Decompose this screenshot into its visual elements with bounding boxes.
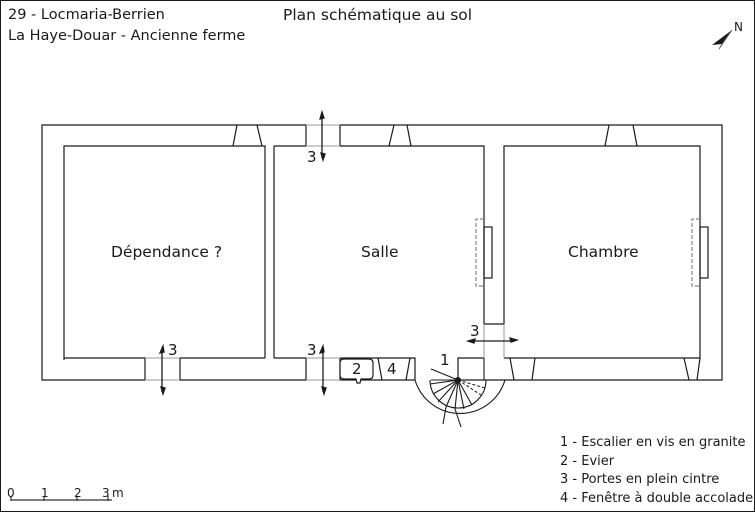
stair-newel [455,377,461,383]
north-label: N [734,20,743,34]
marker-door-dependance: 3 [168,341,178,359]
scale-tick-label: 3 [102,486,110,500]
marker-window: 4 [387,360,397,378]
window-bottom-chambre-1 [509,357,536,381]
location-commune: 29 - Locmaria-Berrien [8,7,165,23]
door-arrow-heads [158,343,166,397]
north-arrow-icon [712,29,733,50]
marker-door-salle: 3 [307,341,317,359]
plan-title: Plan schématique au sol [283,6,473,24]
fireplace-chambre [699,226,709,279]
window-top-chambre [604,124,638,147]
room-label-salle: Salle [361,243,399,261]
stair-dashed [457,379,482,396]
scale-bar [10,496,112,501]
window-bottom-chambre-2 [683,357,701,381]
room-label-dependance: Dépendance ? [111,243,223,261]
sink-icon [339,358,374,384]
legend-item: 2 - Evier [560,453,615,469]
location-site: La Haye-Douar - Ancienne ferme [8,28,246,44]
hood-chambre [691,218,700,287]
marker-sink: 2 [352,360,362,378]
wall-dependance-bottom [64,357,265,380]
hood-salle [475,218,484,287]
room-label-chambre: Chambre [568,243,639,261]
window-top-salle [388,124,412,147]
outer-wall [41,124,723,381]
door-arrow-heads [465,337,520,344]
legend: 1 - Escalier en vis en granite 2 - Evier… [560,434,753,508]
legend-item: 4 - Fenêtre à double accolade [560,490,754,506]
marker-door-top: 3 [307,148,317,166]
wall-dependance [63,145,266,360]
window-top-dependance [232,124,263,147]
fireplace-salle [483,226,493,279]
spiral-staircase [414,358,506,428]
legend-item: 3 - Portes en plein cintre [560,472,720,487]
wall-salle [274,145,701,359]
scale-tick-label: 1 [41,486,49,500]
scale-tick-label: 0 [7,486,15,500]
window-accolade [377,357,411,381]
scale-tick-label: 2 [74,486,82,500]
marker-stair: 1 [440,351,450,369]
scale-unit: m [112,486,124,500]
door-arrow-heads [319,109,326,163]
door-arrow-heads [318,343,327,397]
legend-item: 1 - Escalier en vis en granite [560,435,746,450]
marker-door-chambre: 3 [470,322,480,340]
